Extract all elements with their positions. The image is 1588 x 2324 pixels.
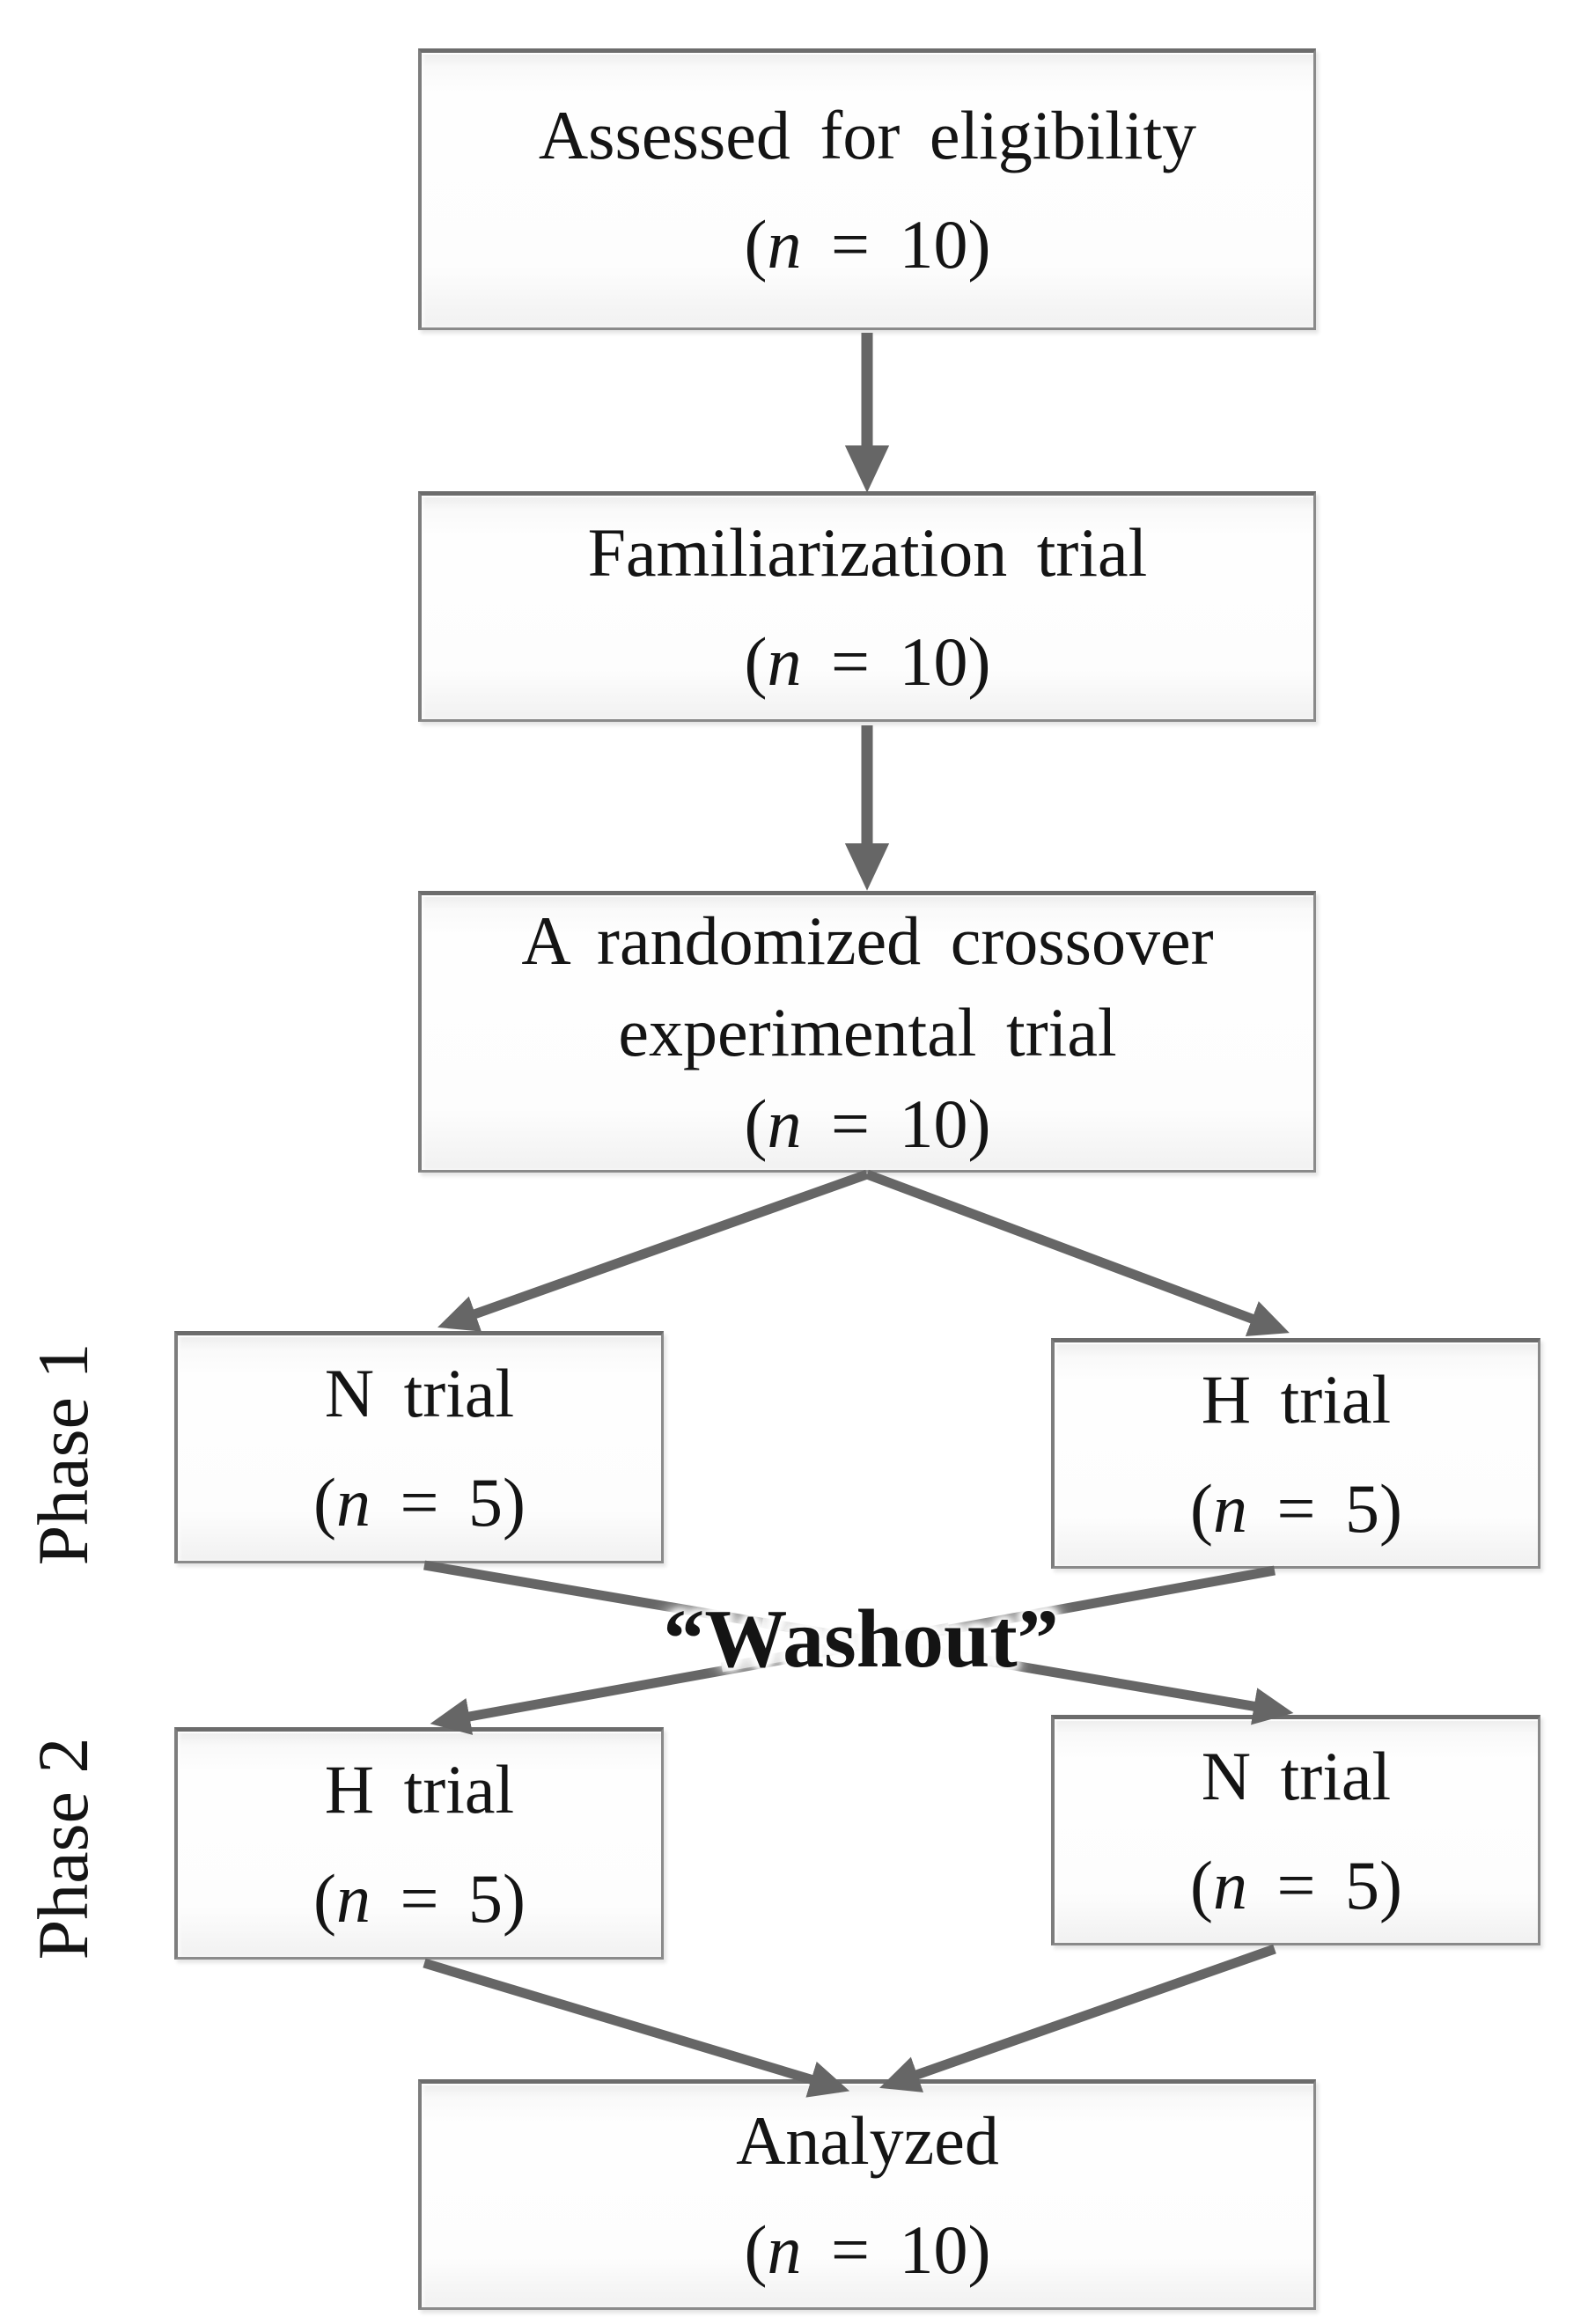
box-familiarization-n: (n = 10) — [744, 623, 991, 700]
washout-label: “Washout” — [663, 1593, 1059, 1685]
box-familiarization: Familiarization trial (n = 10) — [418, 491, 1316, 722]
box-phase2-n-trial-n: (n = 5) — [1189, 1847, 1403, 1923]
box-analyzed-n: (n = 10) — [744, 2211, 991, 2288]
box-randomized-crossover: A randomized crossover experimental tria… — [418, 891, 1316, 1173]
arrow-phase2-left-to-analyzed — [423, 1958, 850, 2098]
arrow-randomized-to-phase1-left — [437, 1169, 869, 1332]
box-randomized-n: (n = 10) — [744, 1085, 991, 1162]
box-phase1-n-trial-title: N trial — [324, 1355, 515, 1431]
box-phase1-h-trial: H trial (n = 5) — [1051, 1338, 1540, 1569]
box-phase2-h-trial-title: H trial — [324, 1751, 515, 1828]
box-assessed: Assessed for eligibility (n = 10) — [418, 48, 1316, 330]
box-randomized-title-line1: A randomized crossover — [521, 902, 1214, 979]
phase-1-label: Phase 1 — [23, 1342, 103, 1566]
box-phase1-n-trial: N trial (n = 5) — [174, 1331, 664, 1563]
arrow-phase2-right-to-analyzed — [879, 1944, 1276, 2092]
box-analyzed: Analyzed (n = 10) — [418, 2079, 1316, 2310]
box-familiarization-title: Familiarization trial — [587, 514, 1148, 591]
box-phase2-n-trial: N trial (n = 5) — [1051, 1715, 1540, 1945]
box-phase2-n-trial-title: N trial — [1201, 1738, 1392, 1814]
box-phase2-h-trial: H trial (n = 5) — [174, 1727, 664, 1960]
phase-2-label: Phase 2 — [23, 1737, 103, 1960]
box-phase1-h-trial-title: H trial — [1201, 1361, 1392, 1438]
box-phase1-n-trial-n: (n = 5) — [312, 1464, 526, 1541]
box-phase2-h-trial-n: (n = 5) — [312, 1860, 526, 1937]
arrow-randomized-to-phase1-right — [865, 1169, 1290, 1337]
box-randomized-title-line2: experimental trial — [618, 994, 1117, 1070]
box-analyzed-title: Analyzed — [736, 2102, 999, 2179]
box-assessed-title: Assessed for eligibility — [538, 97, 1197, 173]
box-assessed-n: (n = 10) — [744, 206, 991, 283]
box-phase1-h-trial-n: (n = 5) — [1189, 1470, 1403, 1547]
